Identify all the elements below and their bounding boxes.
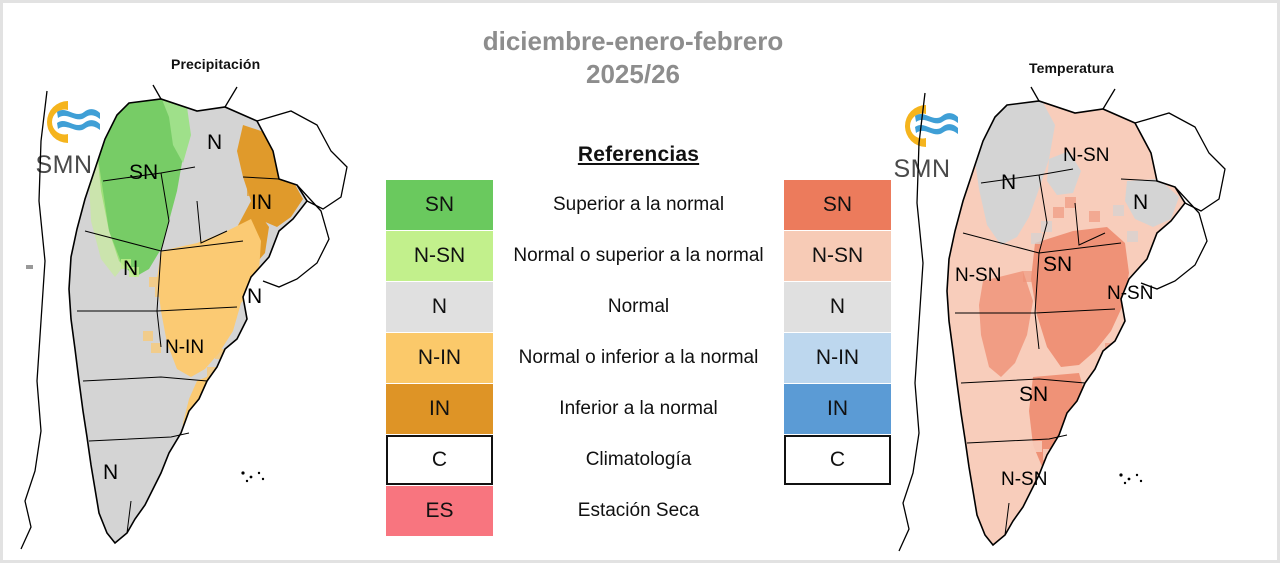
legend-title: Referencias xyxy=(577,143,700,166)
legend-description: Estación Seca xyxy=(577,500,700,521)
legend-swatch-temperature: N-SN xyxy=(784,231,891,281)
legend-description: Normal o superior a la normal xyxy=(513,245,764,266)
smn-logo-mark-icon xyxy=(879,95,965,157)
legend-row: IN Inferior a la normal IN xyxy=(386,384,891,434)
legend-row: C Climatología C xyxy=(386,435,891,485)
legend-swatch-precipitation: IN xyxy=(386,384,493,434)
precip-region-label: SN xyxy=(129,161,158,184)
precipitation-map: SN N IN N N N-IN N xyxy=(11,81,371,559)
legend-description: Climatología xyxy=(585,449,692,470)
title-season: diciembre-enero-febrero xyxy=(482,26,784,56)
legend-swatch-precipitation: N-IN xyxy=(386,333,493,383)
legend-description: Normal o inferior a la normal xyxy=(518,347,759,368)
temp-region-label: N-SN xyxy=(1063,145,1109,166)
legend-swatch-temperature: C xyxy=(784,435,891,485)
smn-logo-mark-icon xyxy=(21,91,107,153)
smn-logo-text: SMN xyxy=(35,151,93,179)
legend-description: Normal xyxy=(607,296,670,317)
temperature-map: N-SN N N N-SN SN N-SN SN N-SN xyxy=(883,85,1255,559)
map-tick-mark xyxy=(26,265,33,269)
legend-swatch-precipitation: SN xyxy=(386,180,493,230)
temp-region-label: SN xyxy=(1043,253,1072,276)
page-title: diciembre-enero-febrero 2025/26 xyxy=(433,25,833,92)
precipitation-panel-caption: Precipitación xyxy=(171,56,261,72)
legend-swatch-precipitation: N xyxy=(386,282,493,332)
temp-region-label: SN xyxy=(1019,383,1048,406)
temp-region-label: N-SN xyxy=(1001,469,1047,490)
temp-region-label: N xyxy=(1133,191,1148,214)
legend-swatch-temperature: SN xyxy=(784,180,891,230)
legend-row: ES Estación Seca xyxy=(386,486,891,536)
smn-logo-precipitation: SMN xyxy=(21,91,107,187)
legend-row: SN Superior a la normal SN xyxy=(386,180,891,230)
legend-description: Superior a la normal xyxy=(552,194,725,215)
legend-row: N-SN Normal o superior a la normal N-SN xyxy=(386,231,891,281)
legend-swatch-temperature: IN xyxy=(784,384,891,434)
smn-logo-text: SMN xyxy=(893,155,951,183)
temp-region-label: N-SN xyxy=(955,265,1001,286)
precip-region-label: N xyxy=(103,461,118,484)
legend-swatch-temperature: N-IN xyxy=(784,333,891,383)
temp-region-label: N-SN xyxy=(1107,283,1153,304)
temperature-panel-caption: Temperatura xyxy=(1029,60,1114,76)
legend-swatch-temperature-empty xyxy=(784,486,891,536)
legend-swatch-precipitation: ES xyxy=(386,486,493,536)
precip-region-label: IN xyxy=(251,191,272,214)
precip-region-label: N xyxy=(247,285,262,308)
title-period: 2025/26 xyxy=(586,59,680,90)
precip-region-label: N xyxy=(207,131,222,154)
precip-region-label: N xyxy=(123,257,138,280)
legend-swatch-precipitation: N-SN xyxy=(386,231,493,281)
smn-logo-temperature: SMN xyxy=(879,95,965,191)
precip-region-label: N-IN xyxy=(165,337,204,358)
legend-swatch-temperature: N xyxy=(784,282,891,332)
temp-region-label: N xyxy=(1001,171,1016,194)
legend-swatch-precipitation: C xyxy=(386,435,493,485)
legend-row: N-IN Normal o inferior a la normal N-IN xyxy=(386,333,891,383)
legend-description: Inferior a la normal xyxy=(559,398,718,419)
legend-row: N Normal N xyxy=(386,282,891,332)
